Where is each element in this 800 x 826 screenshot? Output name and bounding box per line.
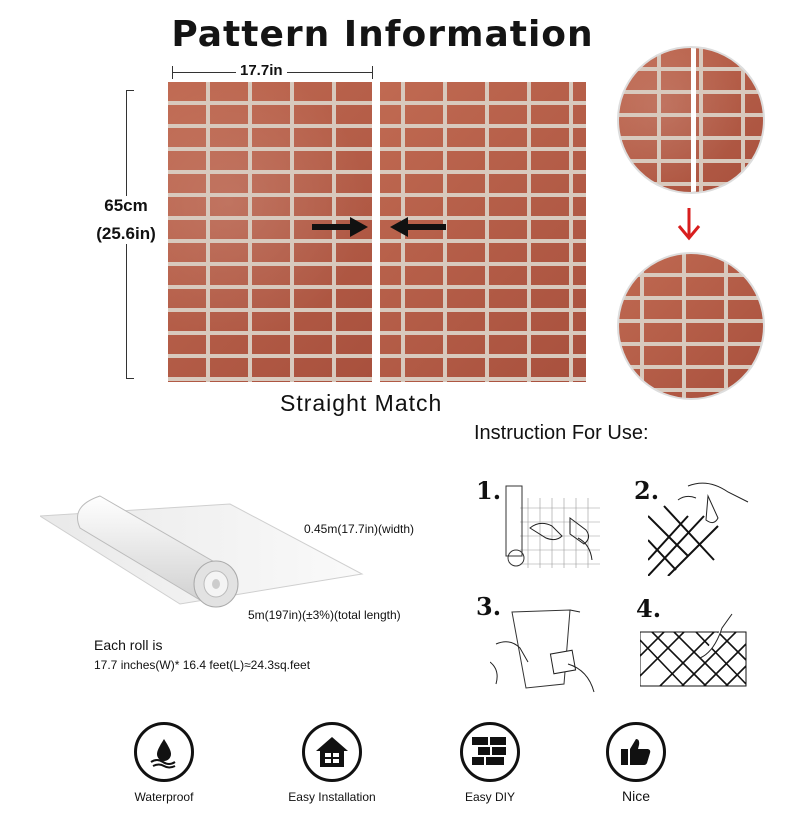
match-label: Straight Match (280, 390, 443, 416)
step-2-number: 2. (634, 476, 660, 505)
step-4-number: 4. (636, 594, 662, 623)
waterproof-label: Waterproof (134, 790, 194, 804)
each-roll-label: Each roll is (94, 637, 163, 653)
width-dimension-tick-right (372, 66, 373, 79)
nice-badge (606, 722, 666, 782)
height-dimension-tick-bottom (126, 378, 134, 379)
step-3-illustration (490, 609, 595, 693)
brick-wall-icon (472, 737, 506, 765)
match-arrows (312, 217, 446, 237)
wallpaper-roll-illustration (40, 495, 364, 608)
nice-label: Nice (621, 788, 650, 804)
water-drop-icon (150, 739, 176, 769)
instruction-title: Instruction For Use: (474, 422, 649, 444)
easy-diy-badge (460, 722, 520, 782)
width-dimension-tick-left (172, 66, 173, 79)
waterproof-badge (134, 722, 194, 782)
step-2-illustration (648, 482, 749, 576)
house-icon (316, 737, 348, 767)
page-title: Pattern Information (171, 14, 594, 55)
height-label-block: 65cm (25.6in) (78, 196, 174, 244)
width-label: 17.7in (236, 62, 287, 79)
height-label-cm: 65cm (104, 196, 148, 215)
roll-width-label: 0.45m(17.7in)(width) (304, 522, 415, 536)
step-1-illustration (505, 485, 600, 568)
easy-installation-label: Easy Installation (288, 790, 376, 804)
step-1-number: 1. (476, 476, 502, 505)
easy-diy-label: Easy DIY (464, 790, 515, 804)
brick-panel-right (380, 82, 586, 382)
arrow-right-icon (312, 217, 368, 237)
height-dimension-tick-top (126, 90, 134, 91)
detail-circle-split (617, 46, 765, 194)
arrow-left-icon (390, 217, 446, 237)
easy-installation-badge (302, 722, 362, 782)
step-3-number: 3. (476, 592, 502, 621)
roll-length-label: 5m(197in)(±3%)(total length) (248, 608, 401, 622)
thumbs-up-icon (621, 739, 651, 765)
red-down-arrow-icon (677, 208, 701, 241)
detail-circle-joined (617, 252, 765, 400)
height-label-in: (25.6in) (96, 224, 156, 243)
brick-panel-left (168, 82, 372, 382)
each-roll-detail: 17.7 inches(W)* 16.4 feet(L)≈24.3sq.feet (94, 658, 311, 672)
step-4-illustration (640, 613, 747, 687)
split-gap (691, 48, 696, 192)
